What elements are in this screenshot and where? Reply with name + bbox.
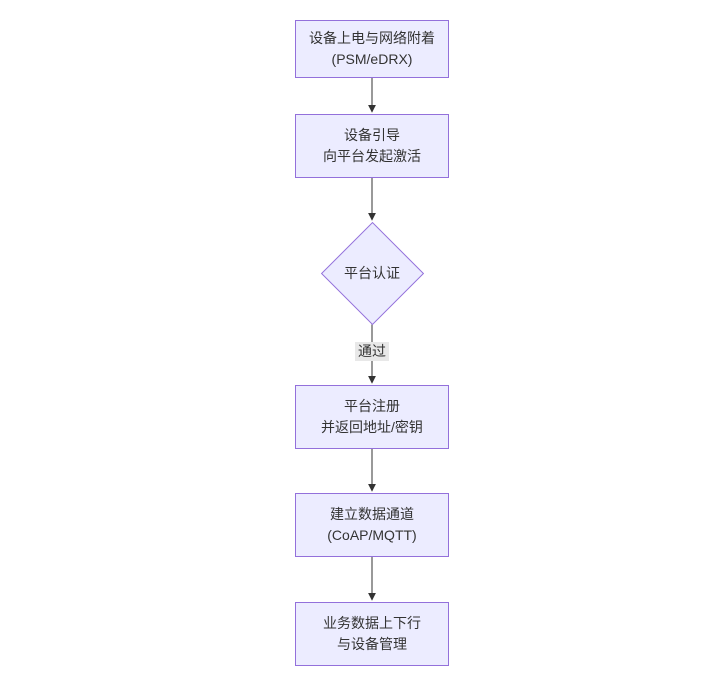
node-business-data-label: 业务数据上下行 与设备管理 <box>323 615 421 652</box>
node-power-attach-label: 设备上电与网络附着 (PSM/eDRX) <box>309 30 435 67</box>
node-platform-register-label: 平台注册 并返回地址/密钥 <box>321 398 423 435</box>
node-data-channel-label: 建立数据通道 (CoAP/MQTT) <box>327 506 417 543</box>
node-data-channel: 建立数据通道 (CoAP/MQTT) <box>295 493 449 557</box>
node-bootstrap-label: 设备引导 向平台发起激活 <box>323 127 421 164</box>
node-platform-auth-label: 平台认证 <box>344 265 400 281</box>
node-platform-auth-decision: 平台认证 <box>320 221 425 326</box>
node-bootstrap: 设备引导 向平台发起激活 <box>295 114 449 178</box>
node-platform-register: 平台注册 并返回地址/密钥 <box>295 385 449 449</box>
node-business-data: 业务数据上下行 与设备管理 <box>295 602 449 666</box>
edge-label-pass: 通过 <box>355 342 389 361</box>
node-power-attach: 设备上电与网络附着 (PSM/eDRX) <box>295 20 449 78</box>
